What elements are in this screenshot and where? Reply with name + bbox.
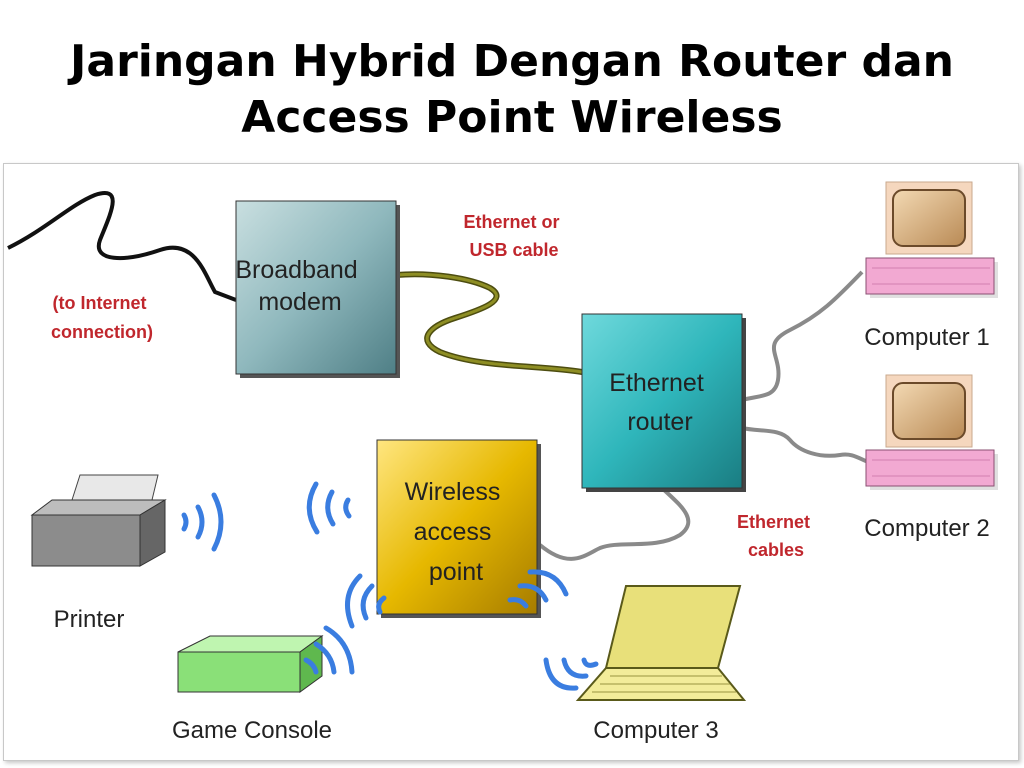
computer-3-label: Computer 3: [593, 717, 718, 744]
wifi-laptop-icon: [543, 657, 599, 691]
wifi-access-point-bottom-icon: [345, 573, 387, 629]
wifi-game-console-icon: [303, 625, 355, 675]
game-console-label: Game Console: [172, 717, 332, 744]
slide-title: Jaringan Hybrid Dengan Router dan Access…: [0, 34, 1024, 146]
access-point-label: Wireless access point: [405, 478, 508, 586]
wireless-signal-arcs: [181, 481, 599, 691]
ethernet-cable-access-point: [538, 486, 691, 561]
usb-cable-label: Ethernet or USB cable: [463, 212, 564, 260]
printer-icon: [30, 474, 167, 567]
ethernet-cables: [538, 270, 869, 561]
wifi-access-point-right-icon: [507, 569, 569, 609]
wifi-access-point-left-icon: [306, 481, 352, 535]
computer-1-icon: [865, 181, 998, 298]
ethernet-router: Ethernet router: [581, 313, 746, 492]
computer-1-label: Computer 1: [864, 324, 989, 351]
internet-connection-label: (to Internet connection): [51, 293, 153, 342]
computer-2-label: Computer 2: [864, 515, 989, 542]
wifi-printer-icon: [181, 492, 224, 552]
computer-2-icon: [865, 374, 998, 490]
ethernet-cable-computer-1: [741, 270, 864, 402]
wireless-access-point: Wireless access point: [376, 439, 541, 618]
slide-title-line-2: Access Point Wireless: [241, 92, 783, 143]
computer-3-laptop-icon: [575, 585, 747, 701]
printer-label: Printer: [54, 606, 125, 633]
broadband-modem: Broadband modem: [235, 200, 400, 378]
ethernet-cables-label: Ethernet cables: [737, 512, 815, 560]
internet-cable: [7, 191, 237, 302]
router-label: Ethernet router: [609, 369, 710, 436]
ethernet-cable-computer-2: [741, 426, 869, 464]
game-console-icon: [177, 635, 324, 693]
usb-cable: [395, 271, 583, 375]
slide-title-line-1: Jaringan Hybrid Dengan Router dan: [70, 36, 954, 87]
modem-label: Broadband modem: [235, 256, 364, 316]
